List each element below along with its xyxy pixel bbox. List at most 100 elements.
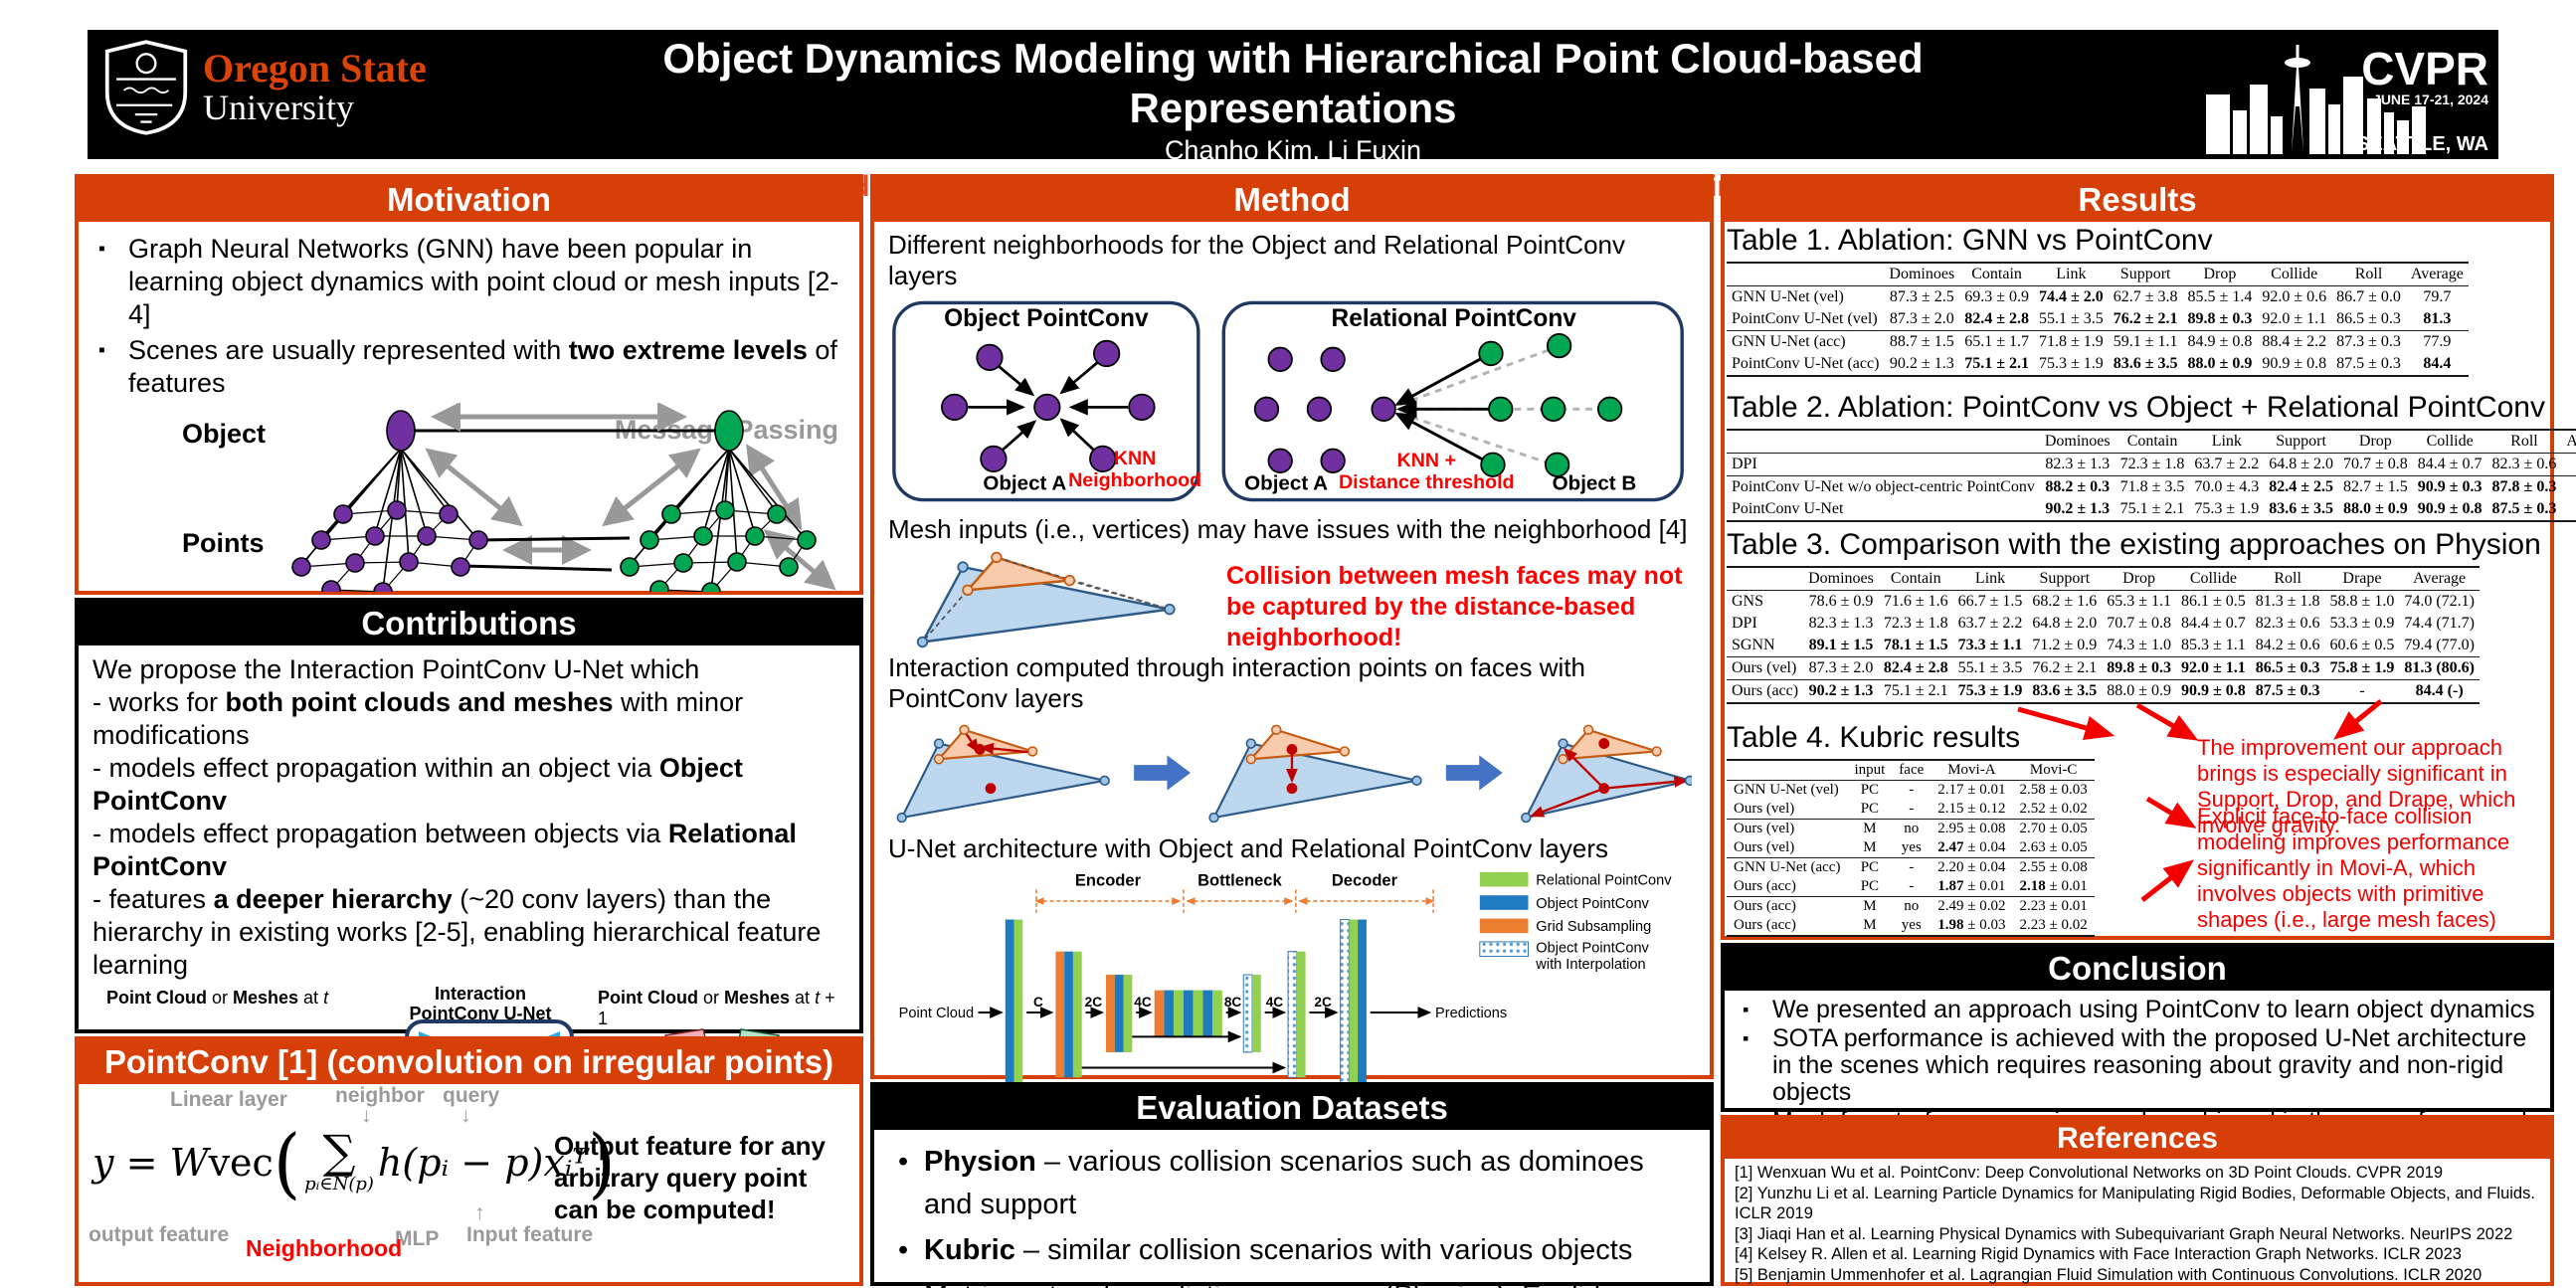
conclusion-bullet: We presented an approach using PointConv… bbox=[1737, 997, 2538, 1024]
pointconv-section: PointConv [1] (convolution on irregular … bbox=[75, 1036, 863, 1286]
knn-label-2: Neighborhood bbox=[1068, 469, 1201, 491]
column-header: Contain bbox=[1959, 263, 2034, 286]
cvpr-city-text: SEATTLE, WA bbox=[2356, 133, 2488, 155]
conclusion-bullet: SOTA performance is achieved with the pr… bbox=[1737, 1025, 2538, 1106]
decoder-label: Decoder bbox=[1332, 870, 1398, 889]
references-header: References bbox=[1725, 1119, 2550, 1159]
evaluation-header: Evaluation Datasets bbox=[874, 1086, 1710, 1130]
reference-item: [5] Benjamin Ummenhofer et al. Lagrangia… bbox=[1735, 1265, 2483, 1284]
column-header: Collide bbox=[2257, 263, 2332, 286]
mesh-issue-diagram bbox=[916, 551, 1176, 648]
points-label: Points bbox=[182, 528, 265, 558]
knn-label-1: KNN bbox=[1114, 448, 1156, 469]
column-header: Average bbox=[2561, 430, 2576, 454]
method-p1: Different neighborhoods for the Object a… bbox=[888, 230, 1625, 290]
relational-pointconv-title: Relational PointConv bbox=[1332, 305, 1577, 332]
results-section: Results Table 1. Ablation: GNN vs PointC… bbox=[1721, 174, 2576, 940]
osu-logo: Oregon State University bbox=[103, 38, 427, 137]
reference-item: [2] Yunzhu Li et al. Learning Particle D… bbox=[1735, 1184, 2535, 1223]
object-a-label: Object A bbox=[983, 472, 1066, 495]
object-pointconv-title: Object PointConv bbox=[944, 305, 1149, 332]
motivation-section: Motivation Graph Neural Networks (GNN) h… bbox=[75, 174, 863, 659]
column-header: Support bbox=[2108, 263, 2183, 286]
output-feature-label: output feature bbox=[89, 1223, 230, 1246]
osu-wordmark: Oregon State University bbox=[203, 46, 427, 126]
svg-text:2C: 2C bbox=[1085, 995, 1103, 1010]
method-p2: Mesh inputs (i.e., vertices) may have is… bbox=[888, 514, 1688, 544]
knn-dist-label-1: KNN + bbox=[1397, 450, 1456, 471]
diagram-left-label: Point Cloud or Meshes at t bbox=[106, 988, 329, 1008]
evaluation-bullet: Metrics – touch prediction accuracy (Phy… bbox=[888, 1275, 1696, 1288]
contribution-item: - features a deeper hierarchy (~20 conv … bbox=[92, 884, 822, 980]
osu-wordmark-line1: Oregon State bbox=[203, 46, 427, 92]
motivation-bullets-top: Graph Neural Networks (GNN) have been po… bbox=[92, 233, 845, 400]
results-header: Results bbox=[1725, 178, 2550, 222]
column-header: Roll bbox=[2250, 567, 2325, 591]
motivation-bullet: Scenes are usually represented with two … bbox=[92, 334, 845, 400]
legend-interp-2: with Interpolation bbox=[1535, 957, 1645, 973]
column-header: Link bbox=[2033, 263, 2109, 286]
neighbor-label: neighbor bbox=[335, 1084, 425, 1107]
predictions-label: Predictions bbox=[1435, 1006, 1507, 1021]
knn-dist-label-2: Distance threshold bbox=[1339, 471, 1515, 493]
motivation-bullet: Graph Neural Networks (GNN) have been po… bbox=[92, 233, 845, 331]
column-header: Contain bbox=[1878, 567, 1953, 591]
column-header: Support bbox=[2027, 567, 2103, 591]
evaluation-bullets: Physion – various collision scenarios su… bbox=[888, 1141, 1696, 1288]
collision-note: Collision between mesh faces may not be … bbox=[1226, 562, 1683, 651]
table-row: PointConv U-Net w/o object-centric Point… bbox=[1727, 475, 2576, 498]
column-header: Dominoes bbox=[1884, 263, 1960, 286]
evaluation-bullet: Kubric – similar collision scenarios wit… bbox=[888, 1229, 1696, 1272]
input-feature-label: Input feature bbox=[466, 1223, 594, 1246]
poster-title: Object Dynamics Modeling with Hierarchic… bbox=[662, 35, 1924, 131]
motivation-header: Motivation bbox=[79, 178, 859, 222]
column-header: Dominoes bbox=[2039, 430, 2116, 454]
table4-title: Table 4. Kubric results bbox=[1727, 721, 2021, 754]
column-header: Average bbox=[2405, 263, 2469, 286]
method-header: Method bbox=[874, 178, 1710, 222]
contribution-item: - models effect propagation within an ob… bbox=[92, 753, 743, 816]
contributions-header: Contributions bbox=[79, 602, 859, 645]
contributions-section: Contributions We propose the Interaction… bbox=[75, 598, 863, 1167]
column-header: Drop bbox=[2182, 263, 2258, 286]
table2-title: Table 2. Ablation: PointConv vs Object +… bbox=[1727, 391, 2545, 424]
bottleneck-label: Bottleneck bbox=[1197, 870, 1282, 889]
contribution-item: - works for both point clouds and meshes… bbox=[92, 687, 744, 750]
down-arrow-icon: ↓ bbox=[361, 1104, 372, 1127]
poster-authors: Chanho Kim, Li Fuxin bbox=[1164, 135, 1422, 165]
svg-text:4C: 4C bbox=[1266, 995, 1284, 1010]
column-header: Collide bbox=[2412, 430, 2487, 454]
column-header: Roll bbox=[2486, 430, 2562, 454]
column-header: Drop bbox=[2102, 567, 2176, 591]
contributions-intro: We propose the Interaction PointConv U-N… bbox=[92, 654, 700, 684]
column-header: Roll bbox=[2331, 263, 2406, 286]
column-header: Drape bbox=[2324, 567, 2400, 591]
point-cloud-label: Point Cloud bbox=[899, 1006, 974, 1021]
contributions-list: - works for both point clouds and meshes… bbox=[92, 686, 845, 982]
reference-item: [1] Wenxuan Wu et al. PointConv: Deep Co… bbox=[1735, 1164, 2444, 1182]
object-a-label: Object A bbox=[1244, 472, 1328, 495]
neighborhood-diagram: Object PointConv KNN Neighborhood Object… bbox=[892, 300, 1684, 502]
up-arrow-icon: ↑ bbox=[474, 1201, 485, 1224]
